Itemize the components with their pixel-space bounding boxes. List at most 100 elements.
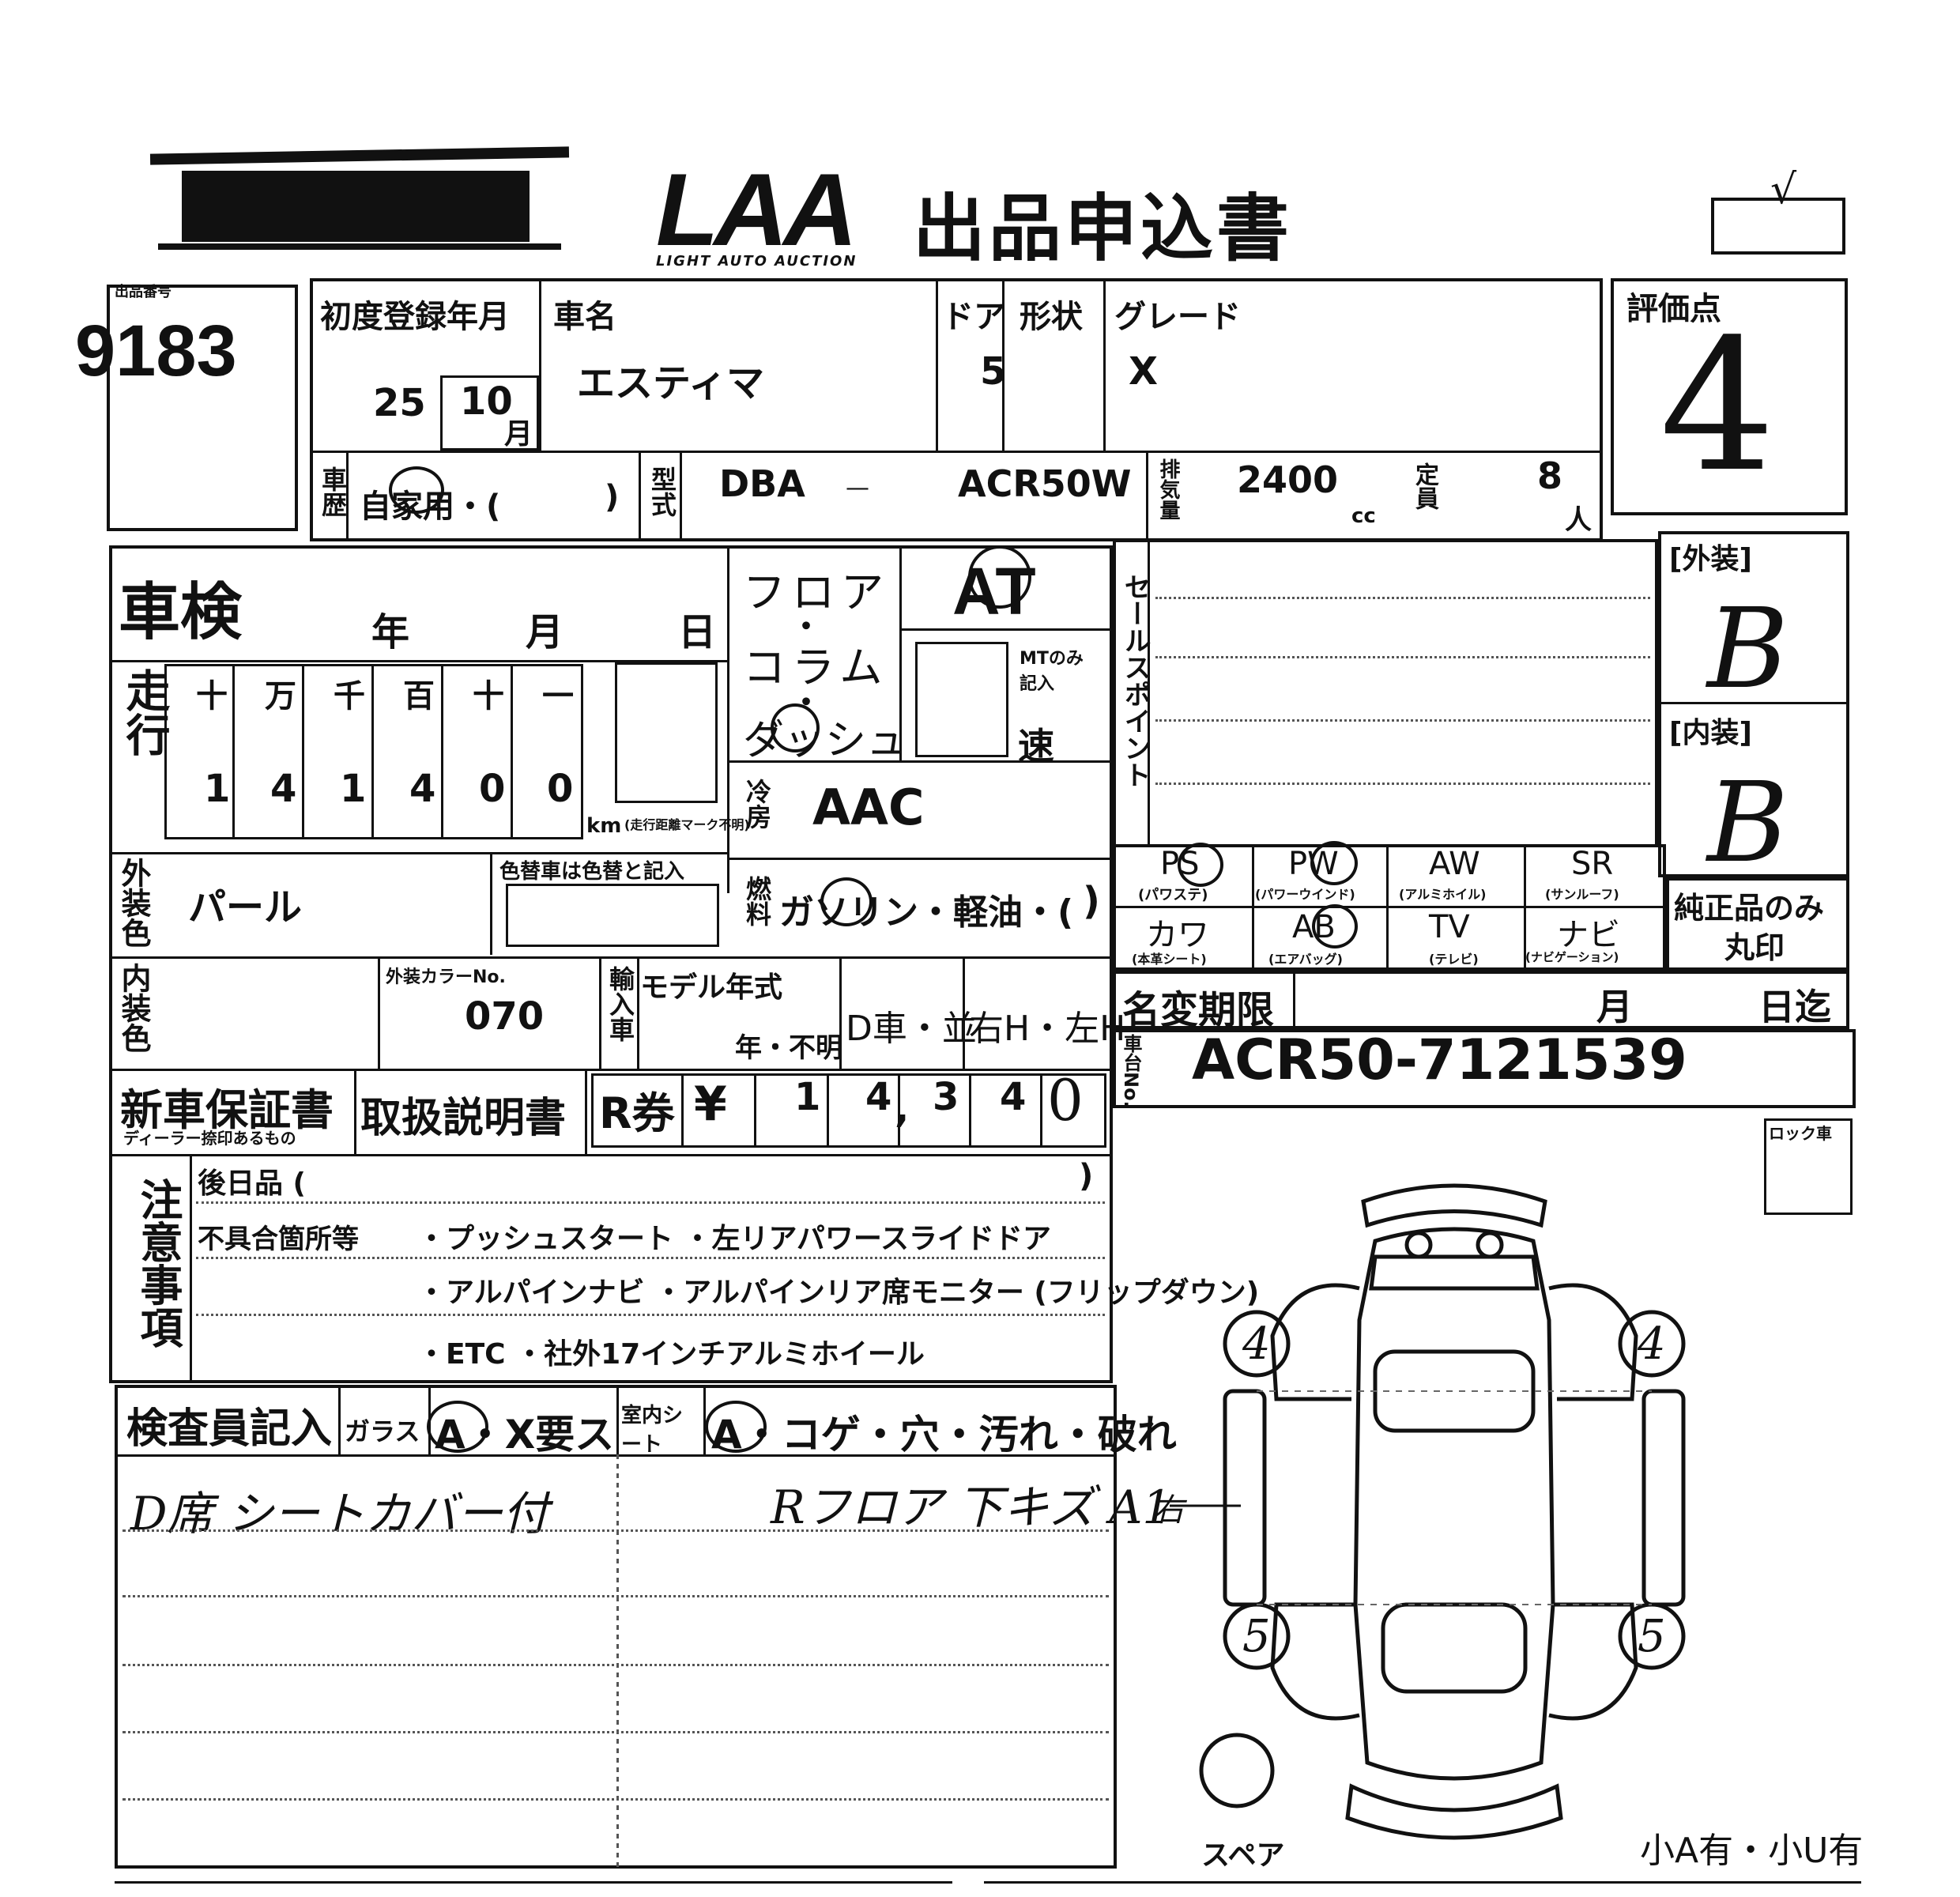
odo-digit-label-2: 千 [334,678,365,715]
fender-rl [1270,1602,1360,1721]
warranty-sub: ディーラー捺印あるもの [123,1129,296,1148]
car-name-value: エスティマ [577,361,765,405]
grades-box [1658,531,1849,877]
car-body [1353,1227,1555,1781]
option-tv: TV [1429,909,1470,945]
car-diagram [1170,1183,1686,1840]
option-pw-sub: (パワーウインド) [1255,887,1355,902]
door-label: ドア [942,299,1005,335]
interior-options: A・コゲ・穴・汚れ・破れ [711,1412,1177,1458]
aircon-label: 冷房 [742,779,772,829]
capacity-unit: 人 [1565,504,1592,536]
ext-color-value: パール [188,885,303,930]
inspection-day: 日 [678,610,717,654]
tire-fr-value: 4 [1638,1318,1666,1370]
interior-label: 室内シート [621,1404,684,1457]
laa-logo: LAA LIGHT AUTO AUCTION [656,158,858,270]
recycle-comma: , [895,1087,910,1131]
recycle-yen: ¥ [694,1077,727,1132]
capacity-value: 8 [1537,454,1563,497]
shift-dash: ダッシュ [743,717,908,764]
odo-digit-4: 0 [479,767,506,811]
model-year-label: モデル年式 [640,971,783,1004]
recycle-digit-3: 4 [1000,1075,1027,1119]
name-change-box [1113,971,1849,1029]
recycle-digit-2: 3 [933,1075,959,1119]
displacement-value: 2400 [1237,458,1339,501]
notes-line-2: ・アルパインナビ ・アルパインリア席モニター (フリップダウン) [417,1277,1260,1309]
color-no-value: 070 [465,994,545,1039]
first-reg-month-unit: 月 [504,418,533,451]
model-dash: — [846,474,869,502]
fuel-close: ) [1083,879,1100,923]
fender-fl [1270,1283,1360,1401]
model-prefix: DBA [719,462,805,505]
fender-fr [1548,1283,1638,1401]
shape-label: 形状 [1020,299,1083,335]
tire-rr-value: 5 [1638,1611,1666,1662]
laa-logo-sub: LIGHT AUTO AUCTION [656,253,858,270]
option-ab-sub: (エアバッグ) [1268,952,1343,967]
history-label: 車歴 [318,466,348,517]
odo-digit-label-1: 万 [265,678,296,715]
import-label: 輸入車 [605,966,635,1042]
option-pw-circle [1310,841,1358,885]
recycle-digit-4: 0 [1047,1067,1084,1133]
car-front-bumper [1361,1183,1547,1228]
recycle-digit-1: 4 [865,1075,892,1119]
car-name-label: 車名 [553,299,616,335]
genuine-box [1666,877,1849,971]
score-label: 評価点 [1626,291,1721,327]
fender-rr [1548,1602,1638,1721]
option-sr: SR [1571,846,1614,882]
inspection-year: 年 [371,610,410,654]
genuine-line2: 丸印 [1724,930,1785,965]
fuel-label: 燃料 [742,876,772,926]
notes-later-close: ) [1079,1158,1094,1194]
sales-points-box [1113,539,1658,847]
odo-digit-label-4: 十 [473,678,504,715]
score-box [1611,278,1848,515]
shift-column: コラム [743,643,889,692]
form-title: 出品申込書 [913,187,1293,271]
lot-box [107,285,298,531]
notes-label: 注意事項 [133,1178,183,1348]
option-tv-sub: (テレビ) [1429,952,1479,967]
inspector-note-1: D席 シートカバー付 [130,1487,548,1541]
manual-label: 取扱説明書 [360,1095,567,1142]
option-ps-sub: (パワステ) [1138,887,1208,903]
fuel-circle [820,877,873,926]
model-value: ACR50W [958,462,1132,505]
recycle-box [591,1073,1106,1148]
inspector-label: 検査員記入 [126,1405,333,1453]
odometer-box [164,664,583,839]
ext-color-label: 外装色 [116,858,151,948]
redacted-stamp [149,146,570,261]
model-year-unknown: 年・不明 [735,1032,842,1064]
door-value: 5 [980,349,1007,394]
model-label: 型式 [647,466,677,517]
name-change-month: 月 [1596,986,1633,1028]
option-aw: AW [1429,846,1480,882]
ext-grade-value: B [1707,585,1788,714]
sales-points-label: セールスポイント [1119,573,1151,788]
mt-note: MTのみ記入 [1020,649,1084,694]
warranty-label: 新車保証書 [120,1085,334,1135]
grade-value: X [1129,349,1159,394]
chassis-box [1113,1029,1856,1108]
odo-digit-1: 4 [270,767,297,811]
scratch-note: 小A有・小U有 [1640,1831,1864,1871]
option-ps-circle [1178,843,1223,887]
tire-fl-value: 4 [1242,1318,1271,1370]
lot-label: 出品番号 [115,284,172,300]
headlight-left [1404,1231,1433,1259]
repaint-note: 色替車は色替と記入 [499,860,685,884]
door-right [1642,1389,1686,1607]
history-close: ) [605,479,620,515]
car-hood [1369,1254,1540,1291]
shift-dot-1: ・ [790,609,822,645]
odo-digit-label-3: 百 [403,678,435,715]
int-color-label: 内装色 [116,963,151,1053]
first-reg-month: 10 [460,379,513,424]
car-rear-bumper [1345,1783,1563,1840]
